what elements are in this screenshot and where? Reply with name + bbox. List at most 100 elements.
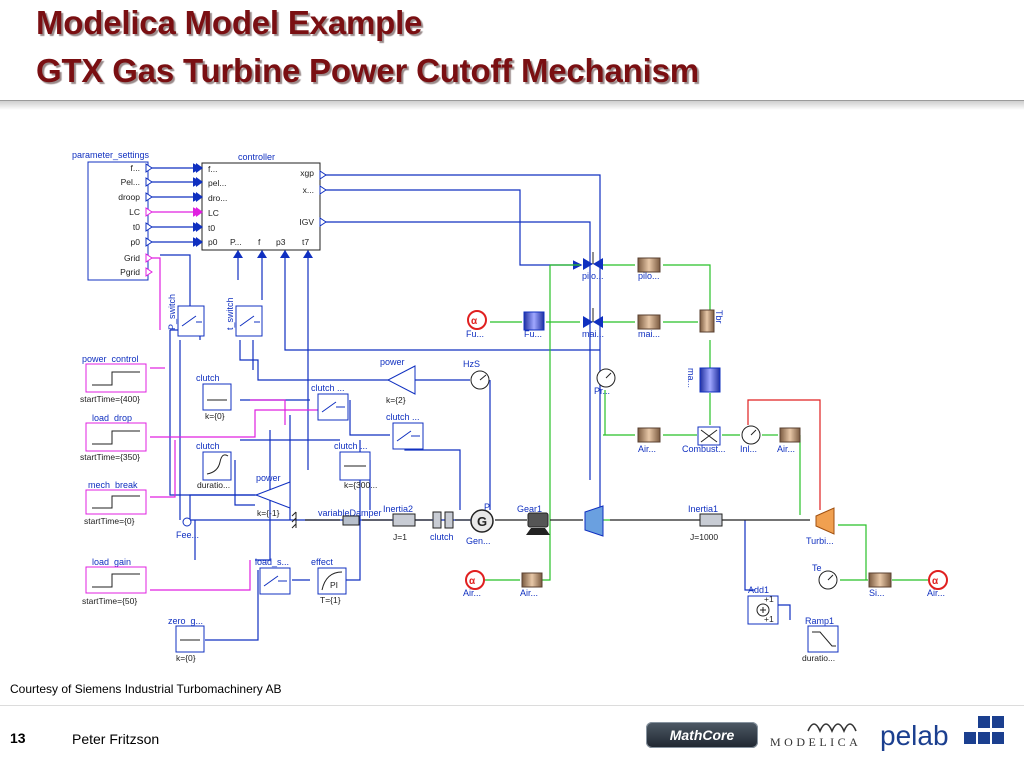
svg-text:G: G bbox=[477, 514, 487, 529]
controller-bottom-port: t7 bbox=[302, 237, 309, 247]
fuel-volume[interactable]: Fu... bbox=[523, 311, 545, 339]
load-gain-start: startTime={50} bbox=[82, 596, 137, 606]
red-wires bbox=[747, 399, 821, 510]
turbine[interactable]: Turbi... bbox=[806, 507, 835, 546]
parameter-settings-label: parameter_settings bbox=[72, 150, 150, 160]
t-switch-block[interactable]: t_switch bbox=[225, 297, 263, 337]
power-control-label: power_control bbox=[82, 354, 139, 364]
air-label: Air... bbox=[638, 444, 656, 454]
duratio-label: duratio... bbox=[197, 480, 230, 490]
modelica-diagram: parameter_settings f... Pel... droop LC … bbox=[72, 150, 948, 663]
clutch-switch-1[interactable]: clutch ... bbox=[311, 383, 349, 421]
fixed-ground bbox=[291, 511, 297, 529]
clutch-ramp[interactable]: clutch duratio... bbox=[196, 441, 232, 490]
compressor[interactable] bbox=[584, 505, 604, 537]
k2-label: k={2} bbox=[386, 395, 406, 405]
controller-input: p0 bbox=[208, 237, 218, 247]
k0-label: k={0} bbox=[176, 653, 196, 663]
clutch-dots-label: clutch ... bbox=[386, 412, 420, 422]
pelab-logo-mark bbox=[964, 716, 1004, 744]
fuel-source[interactable]: α Fu... bbox=[466, 310, 487, 339]
pelab-logo: pelab bbox=[880, 720, 949, 751]
fu-label: Fu... bbox=[466, 329, 484, 339]
load-drop-block[interactable]: load_drop startTime={350} bbox=[80, 413, 147, 462]
parameter-settings-block[interactable]: parameter_settings f... Pel... droop LC … bbox=[72, 150, 153, 281]
effect-block[interactable]: effect PI T={1} bbox=[311, 557, 347, 605]
duratio-label: duratio... bbox=[802, 653, 835, 663]
controller-input: t0 bbox=[208, 223, 215, 233]
air-pipe-1[interactable]: Air... bbox=[637, 427, 661, 454]
add1-block[interactable]: Add1 +1 +1 bbox=[747, 585, 779, 625]
inlet-sensor[interactable]: Inl... bbox=[740, 425, 761, 454]
inertia1-label: Inertia1 bbox=[688, 504, 718, 514]
air-sink[interactable]: α Air... bbox=[927, 570, 948, 598]
clutch-mech[interactable]: clutch bbox=[430, 511, 454, 542]
controller-bottom-port: p3 bbox=[276, 237, 286, 247]
clutch-const-1[interactable]: clutch k={0} bbox=[196, 373, 232, 421]
air-label: Air... bbox=[520, 588, 538, 598]
param-port: f... bbox=[131, 163, 140, 173]
title-rule-line bbox=[0, 100, 1024, 101]
main-pipe[interactable]: mai... bbox=[637, 314, 661, 339]
gear1[interactable]: Gear1 bbox=[517, 504, 550, 535]
controller-block[interactable]: controller f... pel... dro... LC t0 p0 x… bbox=[196, 152, 327, 258]
mech-break-block[interactable]: mech_break startTime={0} bbox=[84, 480, 147, 526]
ma-volume[interactable]: ma... bbox=[686, 367, 721, 393]
main-valve[interactable]: mai... bbox=[582, 308, 604, 339]
clutch-label: clutch bbox=[196, 373, 220, 383]
power-label: power bbox=[380, 357, 405, 367]
feedback-block[interactable]: Fee... bbox=[176, 517, 199, 540]
power-gain-block[interactable]: power k={2} bbox=[380, 357, 416, 405]
slide-title-line2: GTX Gas Turbine Power Cutoff Mechanism bbox=[36, 52, 699, 89]
si-label: Si... bbox=[869, 588, 885, 598]
air-pipe-2[interactable]: Air... bbox=[777, 427, 801, 454]
controller-input: LC bbox=[208, 208, 219, 218]
air-label: Air... bbox=[463, 588, 481, 598]
param-port: Pel... bbox=[121, 177, 140, 187]
power-neg-gain-block[interactable]: power k={-1} bbox=[254, 473, 291, 518]
main-valve-label: mai... bbox=[582, 329, 604, 339]
clutch-dots-label: clutch ... bbox=[311, 383, 345, 393]
load-switch[interactable]: load_s... bbox=[255, 557, 291, 595]
load-gain-block[interactable]: load_gain startTime={50} bbox=[82, 557, 147, 606]
si-pipe[interactable]: Si... bbox=[868, 572, 892, 598]
temp-sensor[interactable]: Te bbox=[812, 563, 838, 590]
inl-label: Inl... bbox=[740, 444, 757, 454]
inertia2-label: Inertia2 bbox=[383, 504, 413, 514]
footer-divider bbox=[0, 705, 1024, 706]
inertia1[interactable]: Inertia1 J=1000 bbox=[688, 504, 723, 542]
hzs-sensor[interactable]: HzS bbox=[463, 359, 490, 390]
ma-label: ma... bbox=[686, 368, 696, 388]
controller-input: dro... bbox=[208, 193, 227, 203]
clutch-label: clutch bbox=[196, 441, 220, 451]
svg-text:α: α bbox=[471, 316, 478, 327]
clutch-switch-2[interactable]: clutch ... bbox=[386, 412, 424, 450]
pilot-pipe[interactable]: pilo... bbox=[637, 257, 661, 281]
tbr-label: Tbr bbox=[714, 310, 724, 324]
generator[interactable]: G P Gen... bbox=[466, 502, 494, 546]
pilot-valve[interactable]: pilo... bbox=[582, 252, 604, 281]
hzs-label: HzS bbox=[463, 359, 480, 369]
slide-title-line1: Modelica Model Example bbox=[36, 4, 423, 41]
load-drop-start: startTime={350} bbox=[80, 452, 140, 462]
pressure-sensor[interactable]: Pr... bbox=[594, 368, 616, 396]
air-pipe-3[interactable]: Air... bbox=[520, 572, 543, 598]
p-switch-block[interactable]: P_switch bbox=[167, 294, 205, 337]
variable-damper[interactable]: variableDamper bbox=[318, 508, 382, 526]
air-source-1[interactable]: α Air... bbox=[463, 570, 485, 598]
zero-gain-block[interactable]: zero_g... k={0} bbox=[168, 616, 205, 663]
ramp1-block[interactable]: Ramp1 duratio... bbox=[802, 616, 839, 663]
pr-label: Pr... bbox=[594, 386, 610, 396]
ramp1-label: Ramp1 bbox=[805, 616, 834, 626]
power-label: power bbox=[256, 473, 281, 483]
air-label: Air... bbox=[777, 444, 795, 454]
controller-input: f... bbox=[208, 164, 217, 174]
modelica-logo: MODELICA bbox=[770, 715, 870, 755]
tbr-pipe[interactable]: Tbr bbox=[699, 309, 724, 333]
power-control-block[interactable]: power_control startTime={400} bbox=[80, 354, 147, 404]
clutch-const-2[interactable]: clutch ... k={300... bbox=[334, 441, 377, 490]
combustion-chamber[interactable]: Combust... bbox=[682, 426, 726, 454]
inertia2[interactable]: Inertia2 J=1 bbox=[383, 504, 416, 542]
modelica-logo-mark bbox=[807, 723, 857, 734]
load-switch-label: load_s... bbox=[255, 557, 289, 567]
